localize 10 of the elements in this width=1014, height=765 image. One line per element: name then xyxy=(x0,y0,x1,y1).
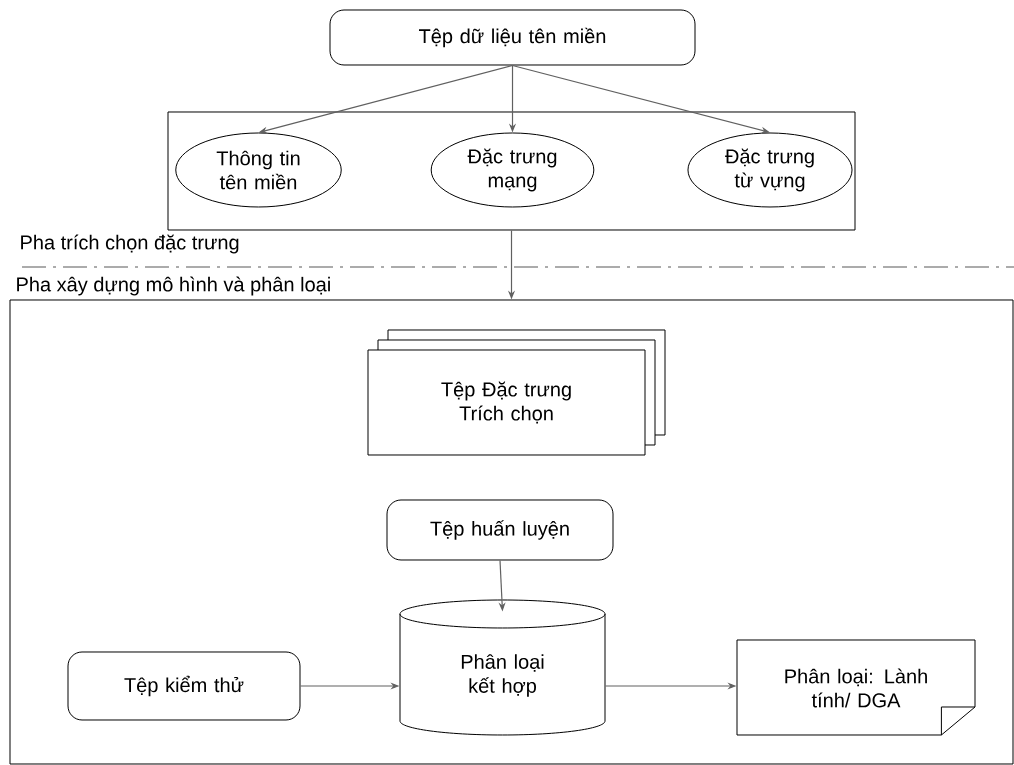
rounded-box: Tệp huấn luyện xyxy=(386,499,614,561)
rounded-box: Tệp dữ liệu tên miền xyxy=(329,9,696,66)
phase-label: Pha trích chọn đặc trưng xyxy=(21,234,239,254)
node-label: Phân loại kết hợp xyxy=(461,654,544,697)
group-box xyxy=(167,111,856,231)
node-label: Pha xây dựng mô hình và phân loại xyxy=(17,276,330,296)
document-box: Phân loại: Lành tính/ DGA xyxy=(736,639,976,736)
document-stack: Tệp Đặc trưng Trích chọn xyxy=(367,329,666,456)
classifier-cylinder: Phân loại kết hợp xyxy=(399,599,606,736)
rounded-box: Tệp kiểm thử xyxy=(67,651,301,721)
